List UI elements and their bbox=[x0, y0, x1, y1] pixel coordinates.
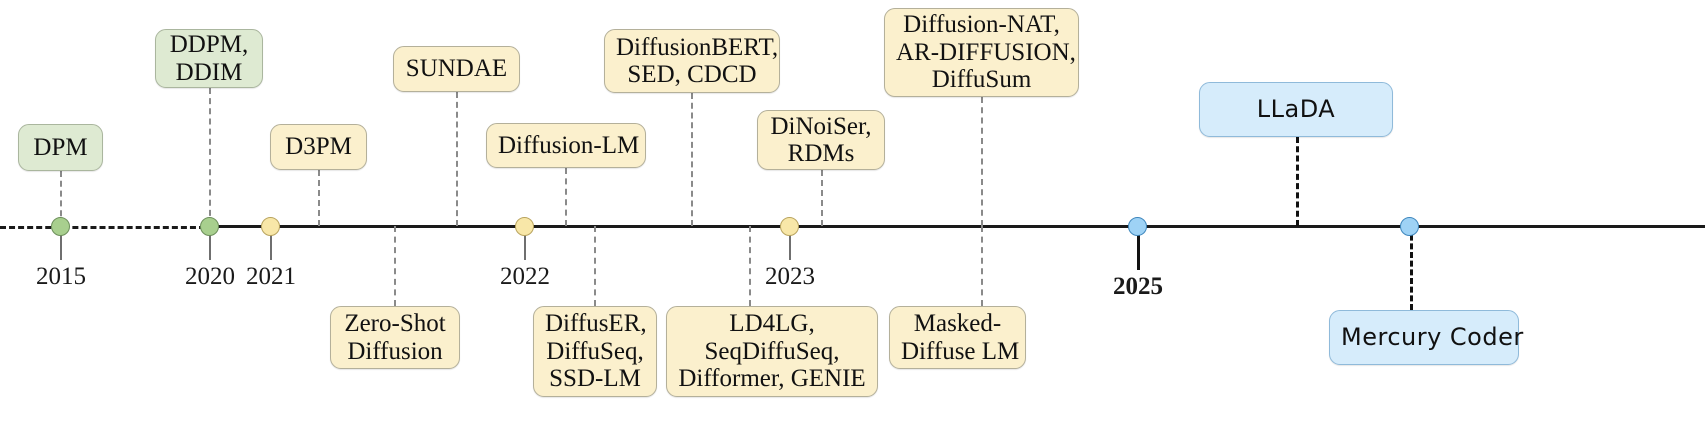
milestone-label-diffusionbert-line1: DiffusionBERT, bbox=[616, 33, 779, 61]
milestone-label-ld4lg-line1: LD4LG, bbox=[729, 310, 815, 338]
milestone-label-diffusion-lm-line1: Diffusion-LM bbox=[498, 131, 640, 159]
year-label-2015: 2015 bbox=[36, 263, 86, 290]
timeline-node-2015[interactable] bbox=[51, 217, 70, 236]
milestone-label-ddpm-ddim-line1: DDPM, bbox=[169, 31, 249, 58]
milestone-box-diffusionbert-sed-cdcd[interactable]: DiffusionBERT, SED, CDCD bbox=[604, 29, 780, 93]
milestone-label-ddpm-ddim-line2: DDIM bbox=[175, 58, 243, 86]
milestone-label-dpm-line1: DPM bbox=[33, 133, 88, 161]
tick-2020 bbox=[209, 226, 211, 260]
connector-dpm bbox=[60, 171, 62, 226]
milestone-label-masked-diffuse-line2: Diffuse LM bbox=[901, 337, 1020, 365]
milestone-label-llada-line1: LLaDA bbox=[1256, 95, 1336, 124]
milestone-box-sundae[interactable]: SUNDAE bbox=[393, 46, 520, 92]
timeline-node-2025[interactable] bbox=[1128, 217, 1147, 236]
timeline-node-2020[interactable] bbox=[200, 217, 219, 236]
year-label-2022: 2022 bbox=[500, 263, 550, 290]
milestone-box-dpm[interactable]: DPM bbox=[18, 124, 103, 171]
milestone-box-diffuser-diffuseq-ssdlm[interactable]: DiffusER, DiffuSeq, SSD-LM bbox=[533, 306, 657, 397]
timeline-node-2023[interactable] bbox=[780, 217, 799, 236]
year-label-2025: 2025 bbox=[1113, 273, 1163, 300]
milestone-box-d3pm[interactable]: D3PM bbox=[270, 124, 367, 170]
year-label-2023: 2023 bbox=[765, 263, 815, 290]
milestone-box-diffusion-nat-ardiffusion-diffusum[interactable]: Diffusion-NAT, AR-DIFFUSION, DiffuSum bbox=[884, 8, 1079, 97]
timeline-node-2022[interactable] bbox=[515, 217, 534, 236]
year-label-2021: 2021 bbox=[246, 263, 296, 290]
connector-dinoiser-rdms bbox=[821, 170, 823, 226]
milestone-label-diffusion-nat-line3: DiffuSum bbox=[931, 66, 1032, 94]
connector-mercury-coder bbox=[1410, 226, 1413, 310]
milestone-box-llada[interactable]: LLaDA bbox=[1199, 82, 1393, 137]
milestone-label-mercury-coder-line1: Mercury Coder bbox=[1341, 323, 1524, 352]
milestone-label-diffusionbert-line2: SED, CDCD bbox=[627, 61, 757, 88]
milestone-label-diffuser-line2: DiffuSeq, bbox=[546, 337, 644, 365]
milestone-label-ld4lg-line2: SeqDiffuSeq, bbox=[704, 337, 840, 365]
milestone-label-d3pm-line1: D3PM bbox=[285, 133, 352, 161]
timeline-axis-dashed-segment bbox=[0, 226, 205, 229]
year-label-2020: 2020 bbox=[185, 263, 235, 290]
milestone-label-diffusion-nat-line2: AR-DIFFUSION, bbox=[896, 38, 1076, 66]
connector-zero-shot-diffusion bbox=[394, 226, 396, 306]
timeline-node-mercury[interactable] bbox=[1400, 217, 1419, 236]
connector-ld4lg-group bbox=[749, 226, 751, 306]
milestone-label-zero-shot-line1: Zero-Shot bbox=[344, 310, 446, 337]
connector-d3pm bbox=[318, 170, 320, 226]
milestone-box-ddpm-ddim[interactable]: DDPM, DDIM bbox=[155, 29, 263, 88]
connector-diffusionbert-sed-cdcd bbox=[691, 93, 693, 226]
milestone-label-masked-diffuse-line1: Masked- bbox=[913, 310, 1002, 337]
milestone-label-diffusion-nat-line1: Diffusion-NAT, bbox=[903, 11, 1060, 39]
connector-diffusion-lm bbox=[565, 168, 567, 226]
milestone-box-zero-shot-diffusion[interactable]: Zero-Shot Diffusion bbox=[330, 306, 460, 369]
milestone-box-mercury-coder[interactable]: Mercury Coder bbox=[1329, 310, 1524, 365]
tick-2025 bbox=[1137, 226, 1140, 270]
tick-2022 bbox=[524, 226, 526, 260]
connector-llada bbox=[1296, 137, 1299, 226]
milestone-box-masked-diffuse-lm[interactable]: Masked- Diffuse LM bbox=[889, 306, 1026, 369]
milestone-label-dinoiser-line2: RDMs bbox=[787, 140, 855, 167]
milestone-box-diffusion-lm[interactable]: Diffusion-LM bbox=[486, 123, 646, 168]
timeline-axis-solid-segment bbox=[203, 225, 1705, 228]
connector-ddpm-ddim bbox=[209, 88, 211, 226]
connector-diffuser-diffuseq-ssdlm bbox=[594, 226, 596, 306]
tick-2015 bbox=[60, 226, 62, 260]
milestone-label-diffuser-line1: DiffusER, bbox=[545, 310, 647, 338]
milestone-label-ld4lg-line3: Difformer, GENIE bbox=[678, 365, 866, 393]
connector-masked-diffuse-lm bbox=[981, 226, 983, 306]
milestone-box-dinoiser-rdms[interactable]: DiNoiSer, RDMs bbox=[757, 110, 885, 170]
connector-sundae bbox=[456, 92, 458, 226]
milestone-label-diffuser-line3: SSD-LM bbox=[549, 365, 641, 393]
milestone-box-ld4lg-seqdiffuseq-difformer-genie[interactable]: LD4LG, SeqDiffuSeq, Difformer, GENIE bbox=[666, 306, 878, 397]
timeline-node-2021[interactable] bbox=[261, 217, 280, 236]
milestone-label-sundae-line1: SUNDAE bbox=[405, 55, 508, 83]
milestone-label-dinoiser-line1: DiNoiSer, bbox=[770, 112, 872, 140]
connector-diffusion-nat bbox=[981, 97, 983, 226]
tick-2023 bbox=[789, 226, 791, 260]
milestone-label-zero-shot-line2: Diffusion bbox=[347, 337, 443, 365]
tick-2021 bbox=[270, 226, 272, 260]
